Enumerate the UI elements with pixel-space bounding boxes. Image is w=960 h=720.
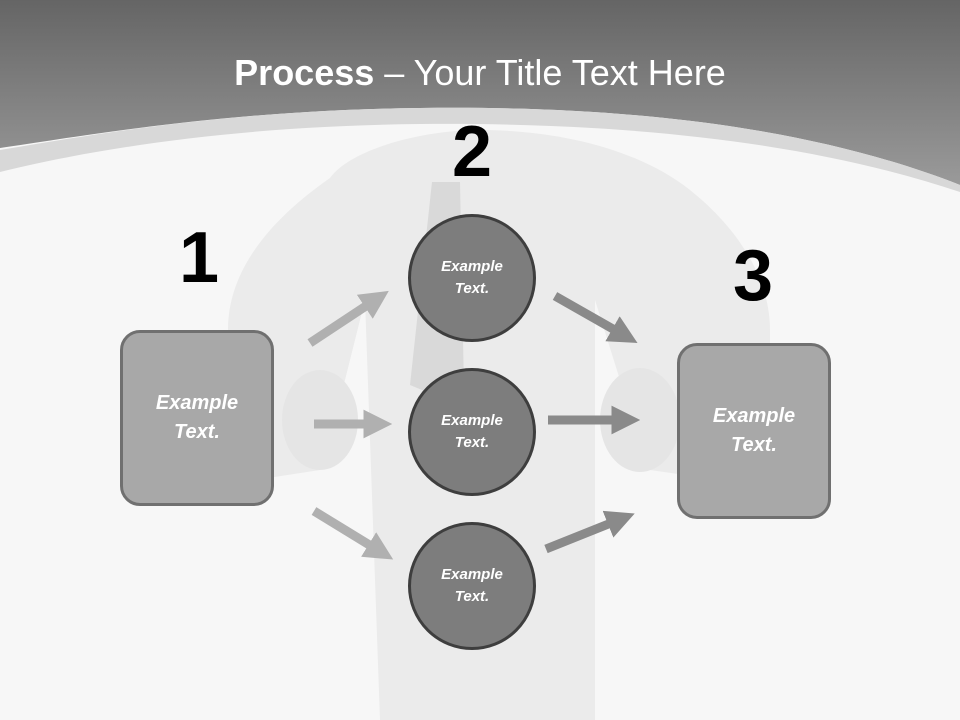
header-band (0, 0, 960, 185)
circle-top-label: Example Text. (441, 257, 503, 298)
slide-title: Process – Your Title Text Here (0, 52, 960, 94)
step-1-label: Example Text. (155, 392, 239, 443)
step-2-circle-top: Example Text. (408, 214, 536, 342)
step-2-circle-bottom: Example Text. (408, 522, 536, 650)
step-3-number: 3 (732, 236, 774, 316)
arrow-1-to-circle-top (307, 290, 389, 347)
circle-bottom-label: Example Text. (441, 565, 503, 606)
arrow-1-to-circle-bot (311, 507, 394, 560)
step-3-box: Example Text. (677, 343, 831, 519)
step-1-box: Example Text. (120, 330, 274, 506)
step-3-label: Example Text. (712, 405, 796, 456)
step-2-number: 2 (451, 112, 493, 192)
step-1-number: 1 (178, 218, 220, 298)
title-rest: – Your Title Text Here (374, 52, 726, 93)
step-2-circle-middle: Example Text. (408, 368, 536, 496)
header-swoosh (0, 107, 960, 192)
arrow-circle-bot-to-3 (544, 510, 635, 554)
arrow-circle-top-to-3 (552, 292, 638, 343)
title-bold: Process (234, 52, 375, 93)
circle-middle-label: Example Text. (441, 411, 503, 452)
